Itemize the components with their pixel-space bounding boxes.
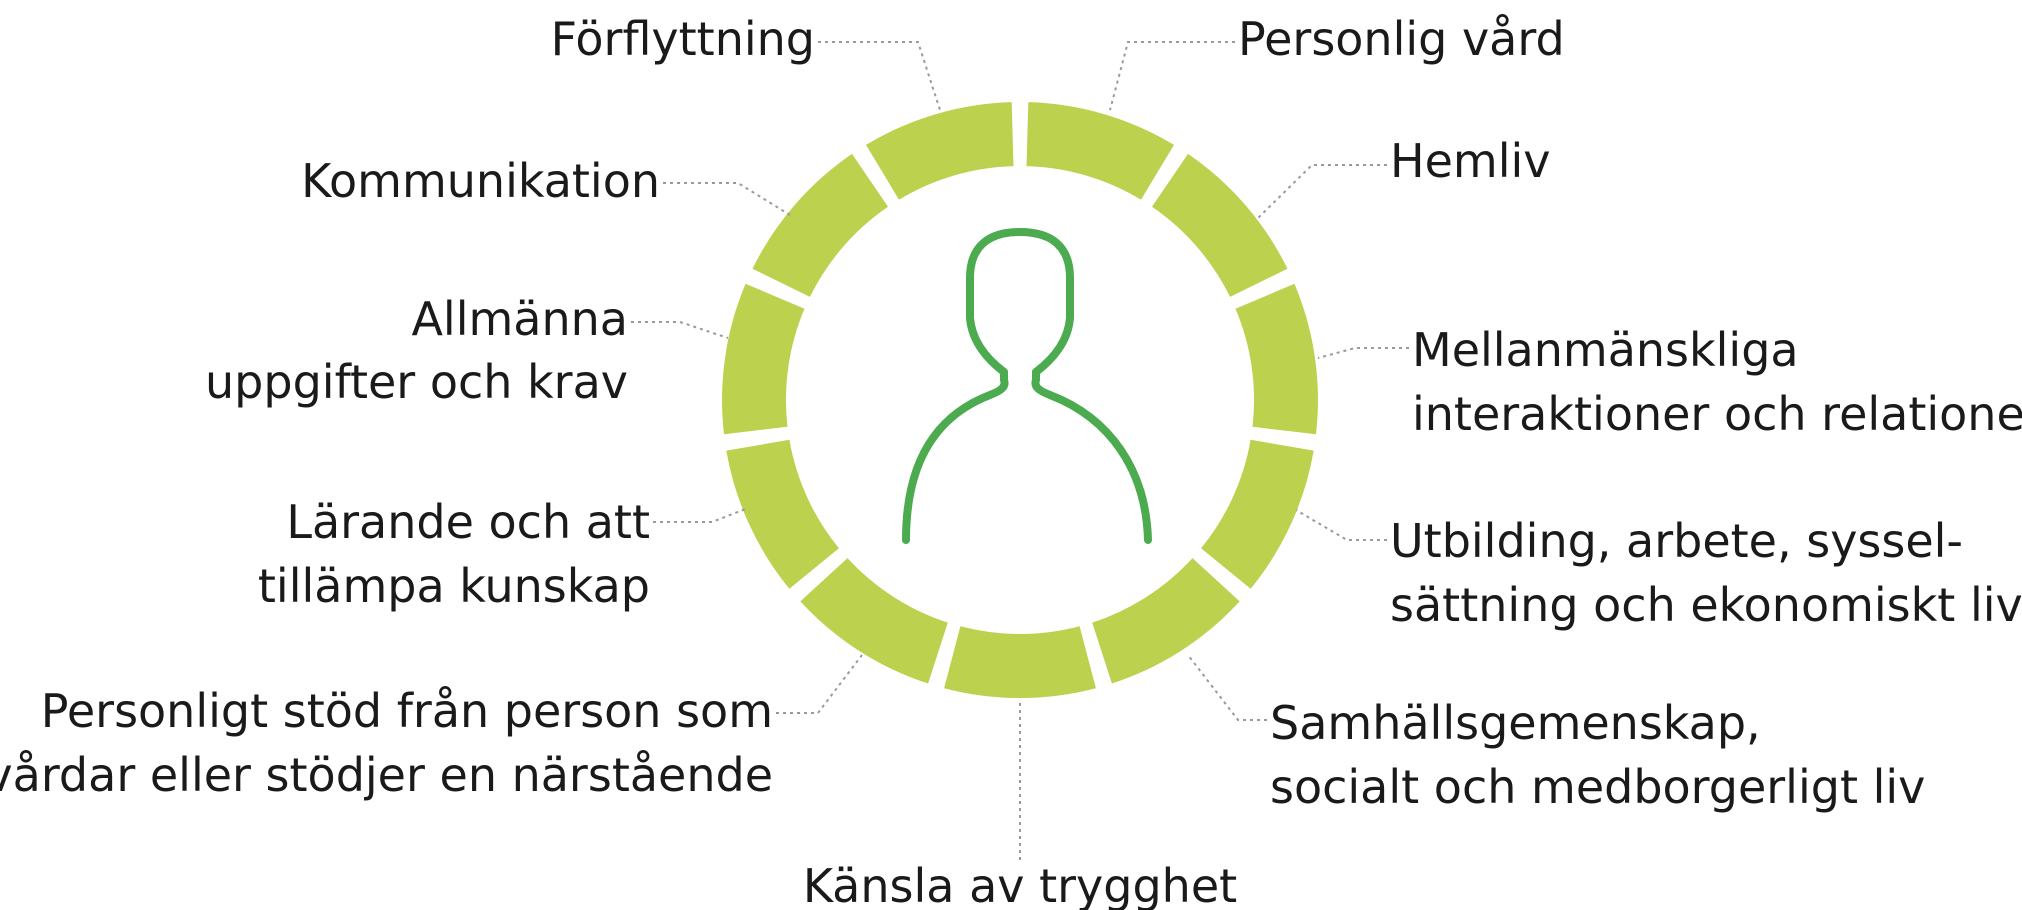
label-personligt-stod: Personligt stöd från person som vårdar el… xyxy=(0,684,773,802)
label-line: Kommunikation xyxy=(301,154,660,208)
label-line: Samhällsgemenskap, xyxy=(1270,696,1761,750)
ring-segment-samhallsgemenskap xyxy=(1092,558,1240,684)
leader-line-personligt-stod xyxy=(776,654,863,714)
leader-line-forflyttning xyxy=(818,41,941,111)
ring-segment-kommunikation xyxy=(752,153,888,297)
label-line: Hemliv xyxy=(1390,134,1550,188)
ring-segment-kansla-av-trygghet xyxy=(944,626,1096,699)
ring-segment-larande xyxy=(726,439,839,589)
ring-segment-forflyttning xyxy=(866,102,1014,200)
leader-line-samhallsgemenskap xyxy=(1187,654,1267,721)
person-outline xyxy=(902,228,1152,544)
label-line: sättning och ekonomiskt liv xyxy=(1390,578,2022,632)
label-line: Utbilding, arbete, syssel- xyxy=(1390,514,1963,568)
label-line: Lärande och att xyxy=(286,495,650,549)
label-forflyttning: Förflyttning xyxy=(551,12,815,66)
domain-labels: Förflyttning Personlig vårdHemlivMellanmä… xyxy=(0,12,2022,910)
ring-segment-personligt-stod xyxy=(800,558,948,684)
label-personlig-vard: Personlig vård xyxy=(1238,12,1565,66)
label-kommunikation: Kommunikation xyxy=(301,154,660,208)
leader-line-personlig-vard xyxy=(1109,41,1235,111)
label-samhallsgemenskap: Samhällsgemenskap, socialt och medborgerl… xyxy=(1270,696,1925,814)
label-mellanmanskliga: Mellanmänskliga interaktioner och relatio… xyxy=(1412,323,2022,441)
label-line: tillämpa kunskap xyxy=(258,559,650,613)
label-utbildning: Utbilding, arbete, syssel-sättning och e… xyxy=(1390,514,2022,632)
label-line: Personligt stöd från person som xyxy=(41,684,773,738)
leader-lines xyxy=(631,41,1409,860)
leader-line-utbildning xyxy=(1295,509,1387,541)
ring-segment-utbildning xyxy=(1201,439,1314,589)
label-line: vårdar eller stödjer en närstående xyxy=(0,748,773,802)
label-line: interaktioner och relationer xyxy=(1412,387,2022,441)
label-line: Förflyttning xyxy=(551,12,815,66)
ring-segment-personlig-vard xyxy=(1026,102,1174,200)
ring-segment-mellanmanskliga xyxy=(1235,283,1318,435)
ring-segment-hemliv xyxy=(1152,153,1288,297)
label-line: Mellanmänskliga xyxy=(1412,323,1799,377)
leader-line-mellanmanskliga xyxy=(1317,347,1409,359)
label-hemliv: Hemliv xyxy=(1390,134,1550,188)
label-line: Allmänna xyxy=(411,292,628,346)
leader-line-larande xyxy=(653,507,749,523)
domain-ring xyxy=(722,102,1318,699)
label-line: socialt och medborgerligt liv xyxy=(1270,760,1925,814)
ring-segment-allmanna-uppgifter xyxy=(722,283,805,435)
label-line: Personlig vård xyxy=(1238,12,1565,66)
leader-line-kommunikation xyxy=(663,182,791,216)
label-allmanna-uppgifter: Allmänna uppgifter och krav xyxy=(205,292,628,409)
label-line: Känsla av trygghet xyxy=(803,859,1237,910)
leader-line-allmanna-uppgifter xyxy=(631,321,729,339)
label-line: uppgifter och krav xyxy=(205,355,628,409)
label-larande: Lärande och att tillämpa kunskap xyxy=(258,495,650,613)
leader-line-hemliv xyxy=(1257,164,1387,219)
label-kansla-av-trygghet: Känsla av trygghet xyxy=(803,859,1237,910)
person-icon xyxy=(902,228,1152,544)
